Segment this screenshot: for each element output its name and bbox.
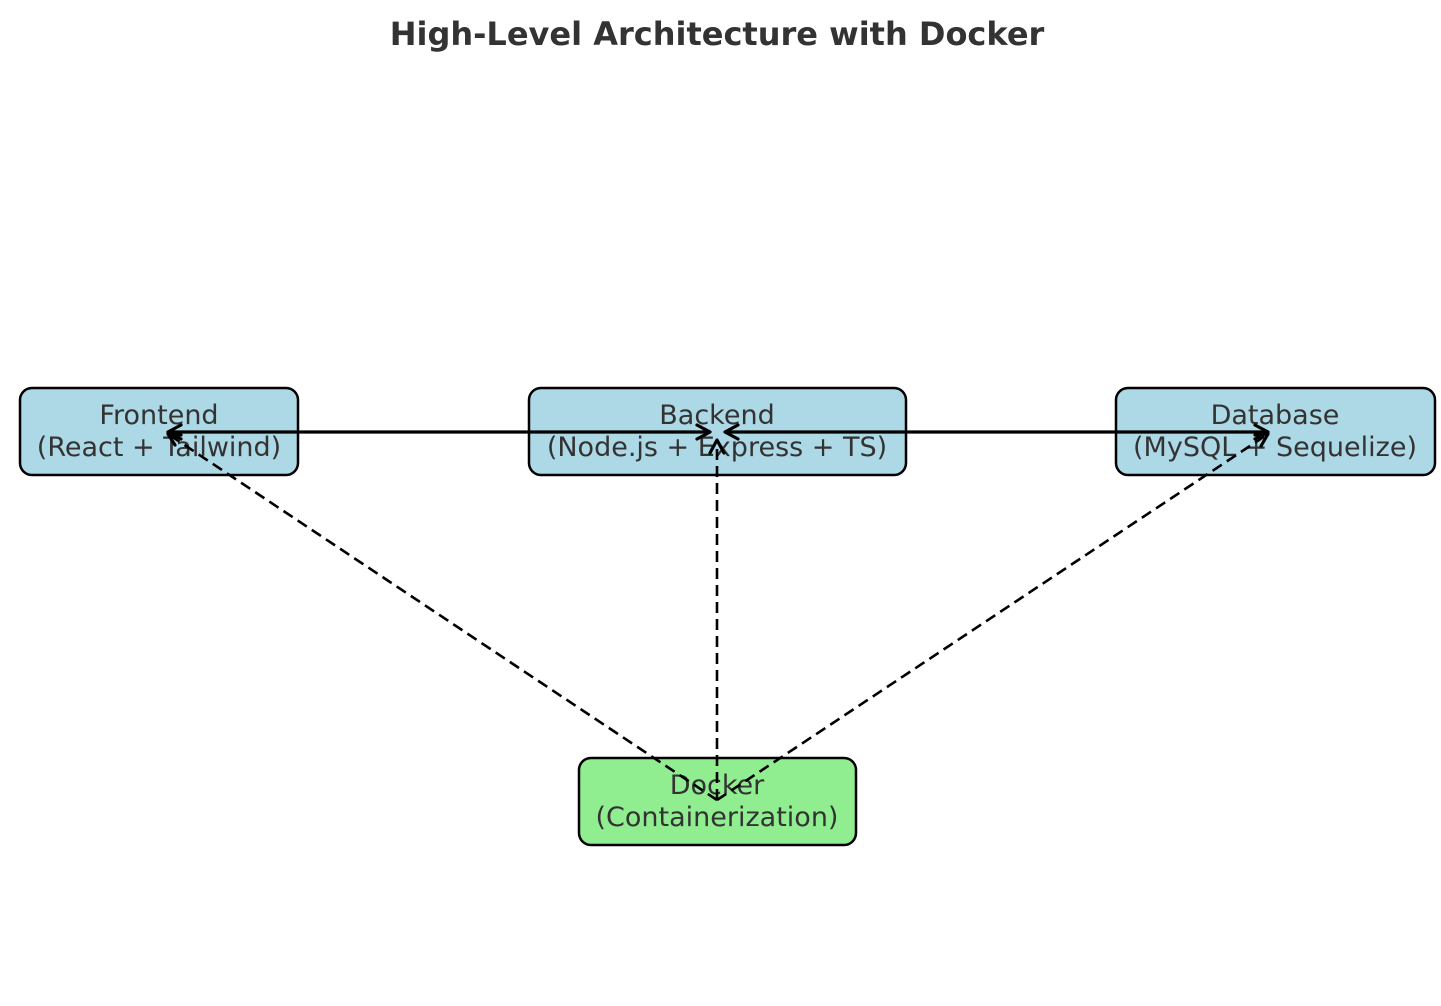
edge-docker-database xyxy=(716,432,1269,802)
edge-docker-frontend xyxy=(167,432,718,802)
frontend-node: Frontend (React + Tailwind) xyxy=(18,386,300,477)
arrow-head-docker-backend xyxy=(708,438,726,455)
edges xyxy=(166,423,1270,802)
diagram-title: High-Level Architecture with Docker xyxy=(390,15,1045,53)
arrow-head-docker-database xyxy=(1253,432,1270,448)
database-detail: (MySQL + Sequelize) xyxy=(1133,432,1417,463)
backend-name: Backend xyxy=(659,400,774,431)
frontend-name: Frontend xyxy=(99,400,218,431)
arrow-head-backend-right xyxy=(723,423,740,441)
arrow-head-backend-left xyxy=(695,423,712,441)
docker-detail: (Containerization) xyxy=(596,802,839,833)
docker-node: Docker (Containerization) xyxy=(577,756,858,847)
arrow-head-frontend xyxy=(166,423,183,441)
frontend-detail: (React + Tailwind) xyxy=(37,432,281,463)
arrow-head-docker-frontend xyxy=(166,432,183,447)
arrow-head-database xyxy=(1253,423,1270,441)
database-node: Database (MySQL + Sequelize) xyxy=(1114,386,1437,477)
database-name: Database xyxy=(1211,400,1340,431)
